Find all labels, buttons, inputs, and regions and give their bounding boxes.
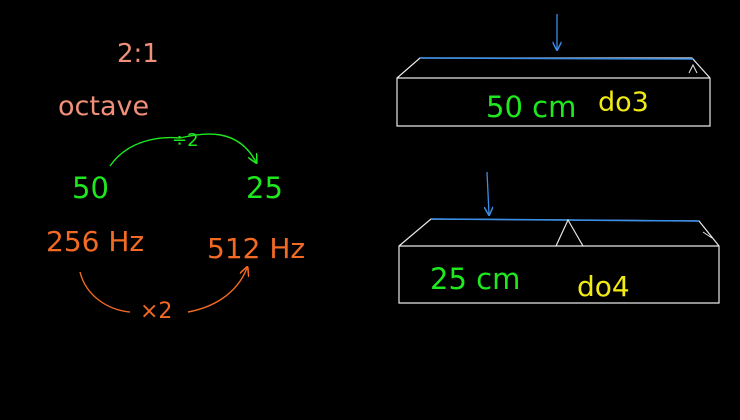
octave-label: octave [58,91,149,122]
divide-arc-arrow [109,133,256,167]
ratio-label: 2:1 [117,39,159,69]
string-line-top [419,57,694,60]
top-length-label: 50 cm [486,90,576,124]
bottom-note-label: do4 [577,270,630,303]
multiply-label: ×2 [140,299,172,324]
pluck-arrow-bottom [487,171,489,214]
string-line-bottom [430,218,700,222]
length-b-value: 25 [246,171,283,205]
bridge-end-mark [702,231,713,239]
freq-a-value: 256 Hz [46,225,144,258]
multiply-arc-arrow [79,268,247,313]
bottom-length-label: 25 cm [430,262,520,296]
string-box-50cm: 50 cm do3 [396,14,711,127]
string-box-25cm: 25 cm do4 [398,171,720,304]
length-a-value: 50 [72,171,109,205]
divide-label: ÷2 [172,130,199,151]
bridge-bottom [555,218,584,247]
freq-b-value: 512 Hz [207,232,305,265]
bridge-top [688,63,698,74]
top-note-label: do3 [598,87,649,118]
